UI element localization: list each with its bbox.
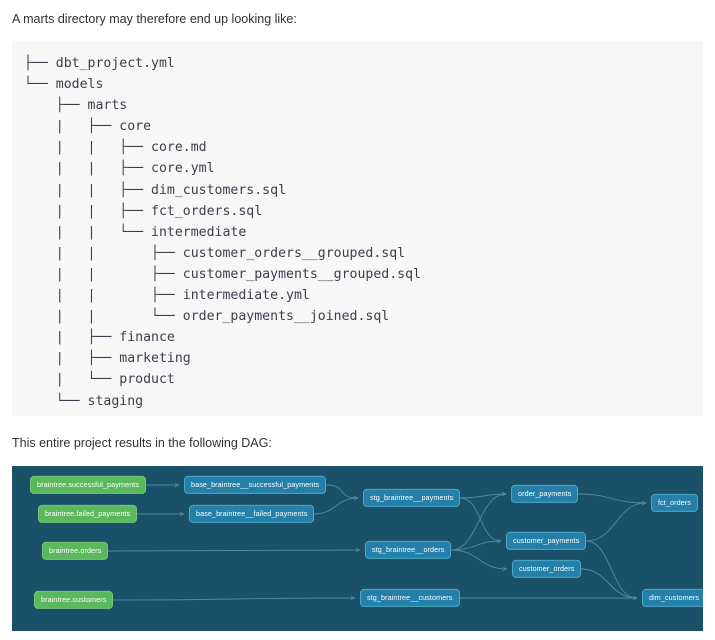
dag-diagram[interactable]: braintree.successful_payments braintree.f… (12, 466, 703, 631)
dag-node-braintree-failed-payments[interactable]: braintree.failed_payments (38, 504, 138, 524)
directory-tree-text: ├── dbt_project.yml └── models ├── marts… (24, 56, 421, 409)
dag-node-fct-orders[interactable]: fct_orders (651, 493, 698, 513)
dag-node-stg-braintree-orders[interactable]: stg_braintree__orders (365, 540, 452, 560)
dag-edge (585, 540, 637, 598)
dag-edge (450, 494, 506, 551)
dag-caption: This entire project results in the follo… (12, 436, 272, 450)
dag-node-base-braintree-failed-payments[interactable]: base_braintree__failed_payments (189, 504, 315, 524)
dag-edge (313, 498, 358, 515)
dag-node-order-payments[interactable]: order_payments (511, 484, 579, 504)
intro-caption: A marts directory may therefore end up l… (12, 12, 297, 26)
dag-edge (585, 503, 646, 542)
dag-edge (325, 484, 358, 498)
dag-edge (577, 493, 646, 503)
dag-node-braintree-successful-payments[interactable]: braintree.successful_payments (30, 475, 146, 495)
dag-node-braintree-customers[interactable]: braintree.customers (34, 590, 114, 610)
dag-edge (112, 598, 355, 601)
dag-node-base-braintree-successful-payments[interactable]: base_braintree__successful_payments (184, 475, 327, 495)
dag-edge (580, 568, 637, 598)
dag-edge (459, 497, 501, 541)
dag-node-customer-payments[interactable]: customer_payments (506, 531, 587, 551)
dag-node-stg-braintree-customers[interactable]: stg_braintree__customers (360, 588, 460, 608)
dag-edge (450, 549, 507, 569)
dag-edge-layer (107, 466, 703, 601)
dag-node-braintree-orders[interactable]: braintree.orders (42, 541, 109, 561)
dag-node-stg-braintree-payments[interactable]: stg_braintree__payments (363, 488, 461, 508)
directory-tree-code-block: ├── dbt_project.yml └── models ├── marts… (12, 41, 703, 416)
dag-edge (107, 550, 360, 551)
dag-node-customer-orders[interactable]: customer_orders (512, 559, 582, 579)
dag-edge (459, 494, 506, 499)
dag-edge (450, 541, 501, 551)
dag-node-dim-customers[interactable]: dim_customers (642, 588, 703, 608)
